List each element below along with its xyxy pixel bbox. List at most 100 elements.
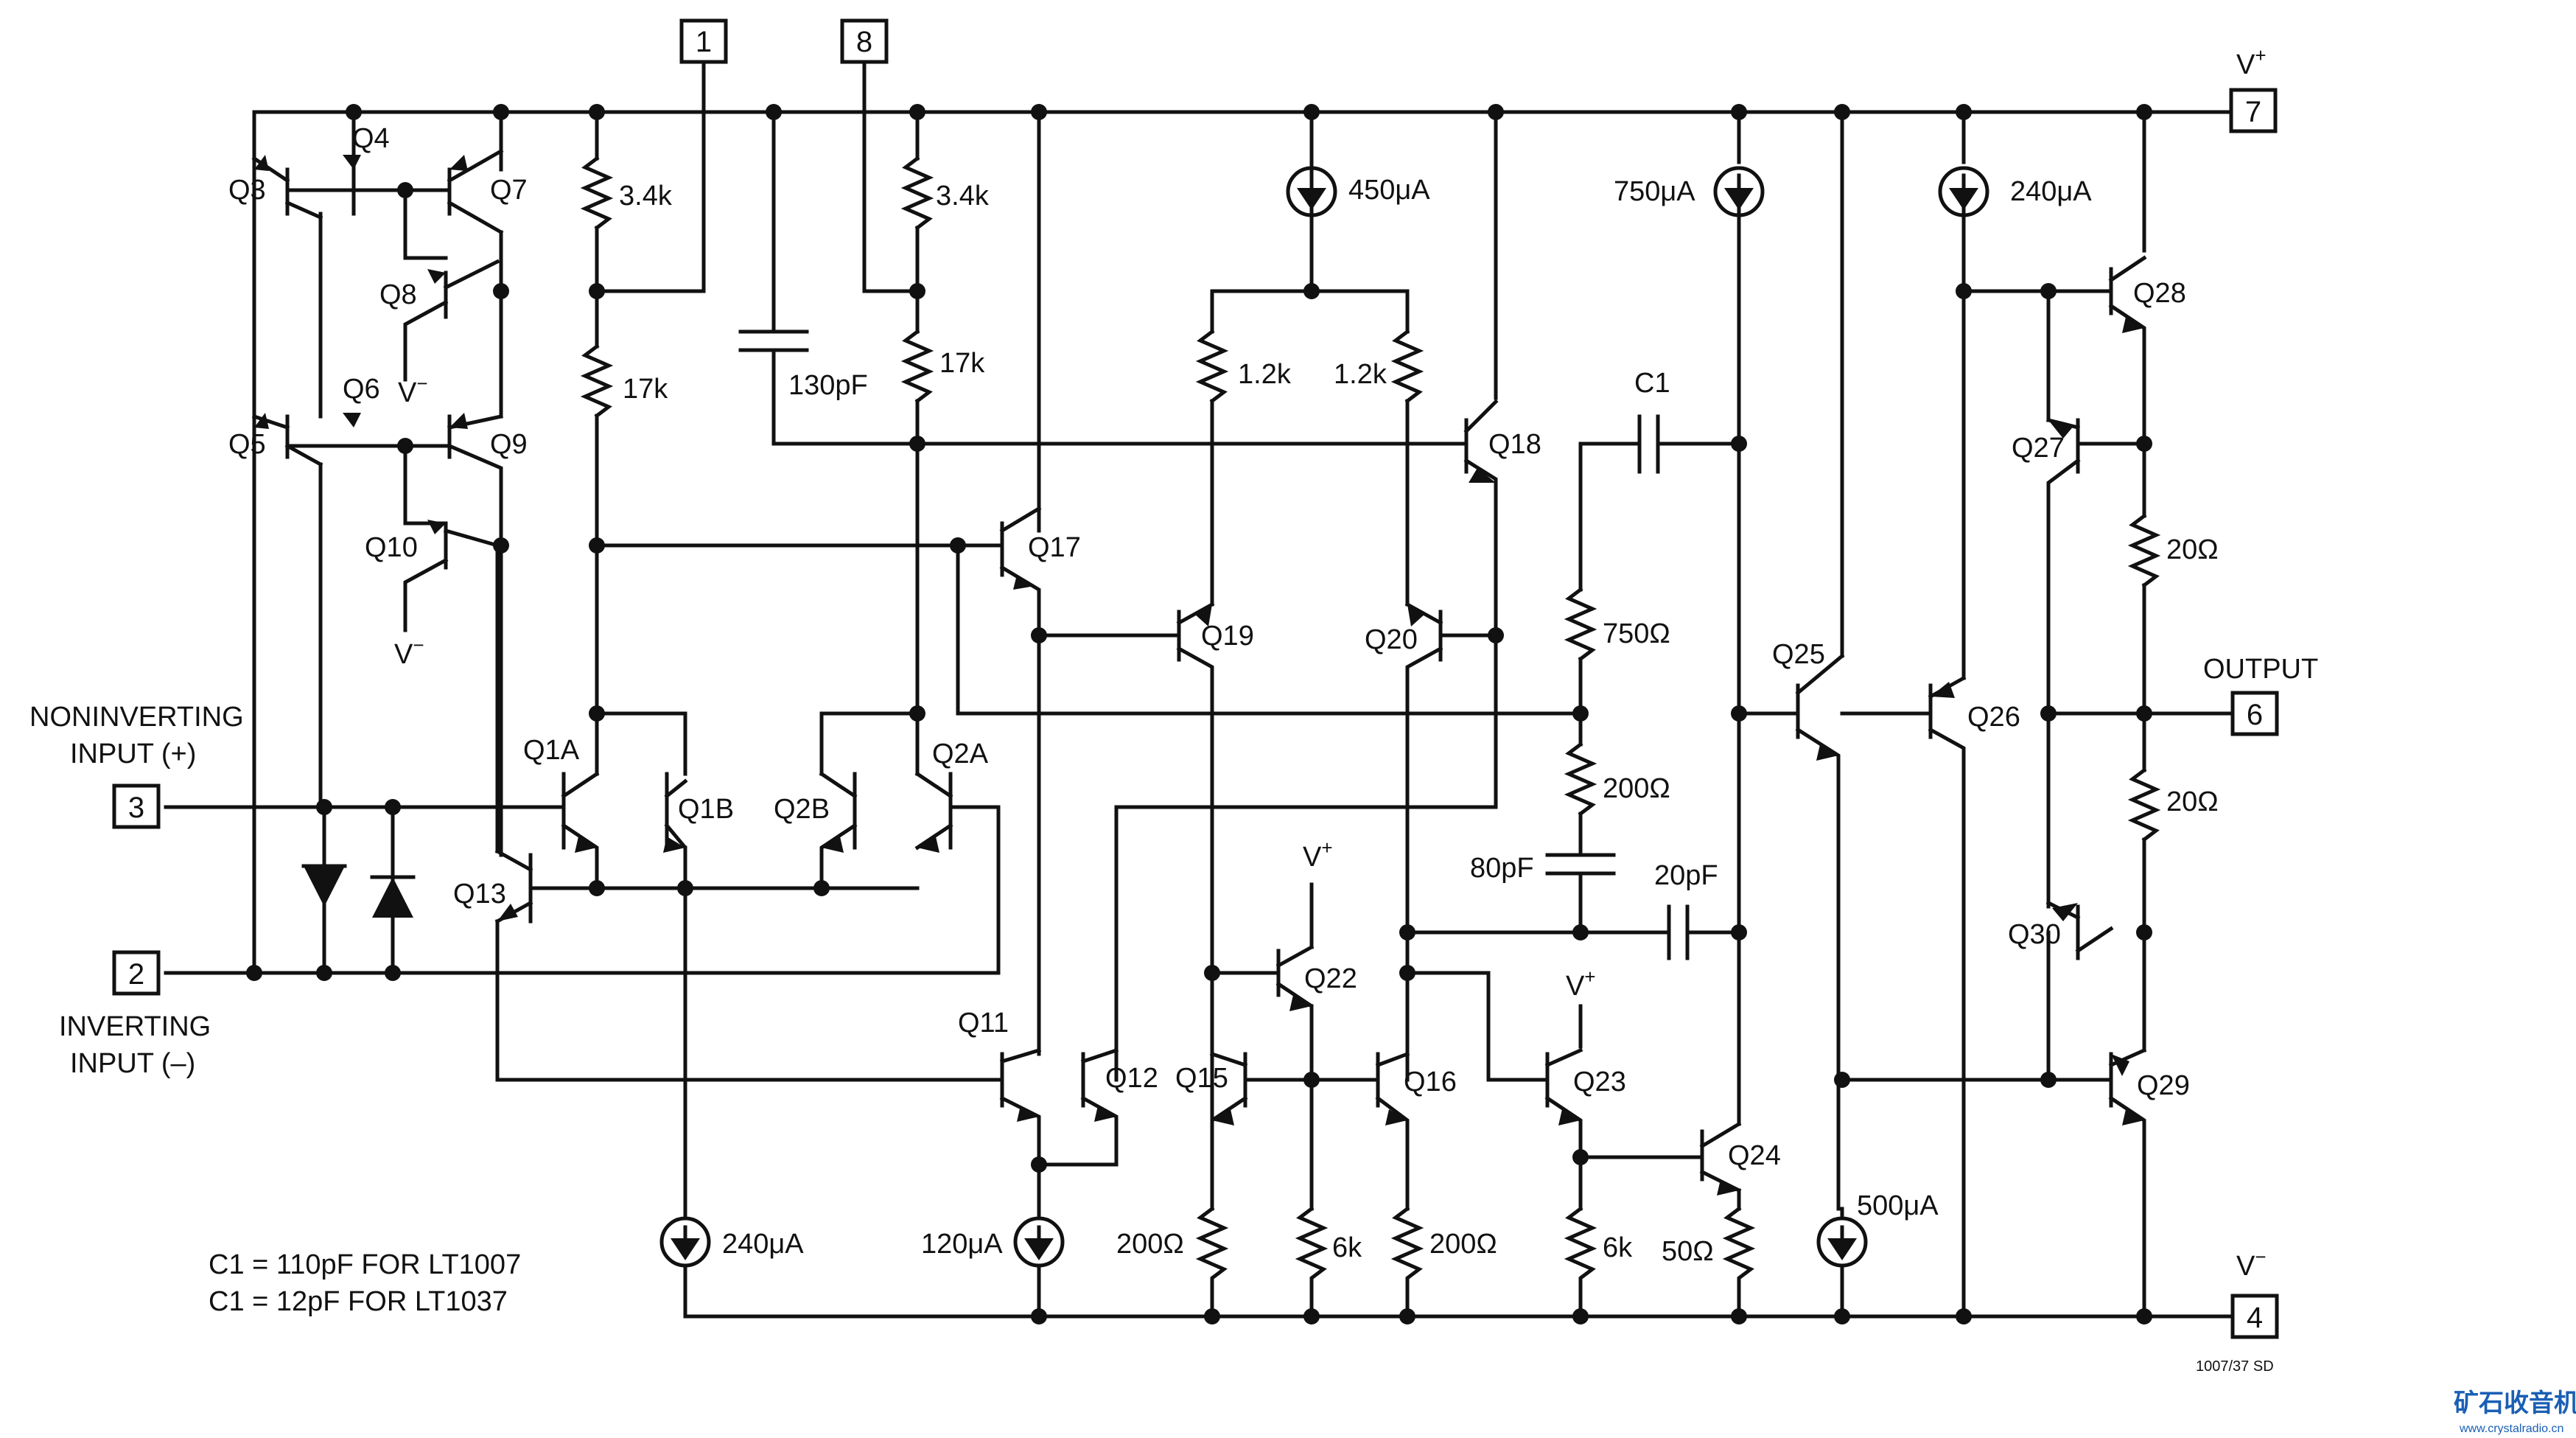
i-450ua-label: 450μA [1348, 175, 1430, 206]
pin-3: 3 [112, 783, 161, 829]
vplus-label: V+ [2236, 44, 2267, 80]
inverting-label-1: INVERTING [59, 1011, 211, 1042]
v-q10-label: V− [394, 634, 424, 670]
pin-6: 6 [2230, 691, 2279, 736]
output-stage [1795, 193, 2246, 1319]
junction-dots [246, 104, 2152, 1324]
q26-label: Q26 [1967, 702, 2020, 733]
q4-label: Q4 [352, 123, 390, 154]
output-label: OUTPUT [2203, 654, 2318, 685]
q23-label: Q23 [1573, 1067, 1626, 1097]
q22-label: Q22 [1304, 963, 1357, 994]
r-17k-a-label: 17k [623, 374, 668, 405]
c-80pf-label: 80pF [1470, 853, 1534, 884]
q1b-label: Q1B [678, 794, 734, 825]
q19-label: Q19 [1201, 621, 1254, 652]
q2b-label: Q2B [774, 794, 830, 825]
compensation [1405, 193, 1800, 1005]
q8-label: Q8 [379, 279, 417, 310]
svg-text:8: 8 [856, 26, 872, 58]
q10-label: Q10 [365, 532, 418, 563]
svg-text:7: 7 [2245, 96, 2261, 128]
inverting-label-2: INPUT (–) [70, 1048, 195, 1079]
r-50-label: 50Ω [1662, 1236, 1714, 1267]
r-200-mid-label: 200Ω [1603, 773, 1670, 804]
q5-label: Q5 [228, 429, 266, 460]
svg-text:4: 4 [2247, 1302, 2263, 1334]
q27-label: Q27 [2012, 433, 2065, 464]
rails [252, 110, 2235, 1319]
q29-label: Q29 [2137, 1070, 2190, 1101]
q2a-label: Q2A [932, 739, 989, 769]
figure-code: 1007/37 SD [2196, 1358, 2274, 1375]
q20-label: Q20 [1365, 624, 1418, 655]
r-20-top-label: 20Ω [2166, 534, 2219, 565]
r-1k2-a-label: 1.2k [1238, 359, 1292, 390]
r-6k-b-label: 6k [1603, 1232, 1633, 1263]
v-q23-label: V+ [1566, 966, 1596, 1002]
second-stage [999, 167, 1499, 1211]
pin-2: 2 [112, 950, 161, 996]
r-1k2-b-label: 1.2k [1334, 359, 1387, 390]
r-200-q16-label: 200Ω [1429, 1229, 1497, 1260]
pin8-wire [862, 58, 920, 293]
component-labels: 3.4k 3.4k 17k 17k 130pF 450μA 1.2k 1.2k … [394, 175, 2219, 1267]
q15-label: Q15 [1175, 1063, 1228, 1094]
v-q8-label: V− [398, 372, 428, 408]
watermark-url: www.crystalradio.cn [2459, 1423, 2563, 1435]
q17-label: Q17 [1028, 532, 1081, 563]
noninverting-label-2: INPUT (+) [70, 739, 196, 769]
pin-8: 8 [840, 18, 889, 64]
transistor-labels: Q1A Q1B Q2A Q2B Q3 Q4 Q5 Q6 Q7 Q8 Q9 Q10… [228, 123, 2190, 1171]
note-line-2: C1 = 12pF FOR LT1037 [209, 1286, 508, 1317]
q6-label: Q6 [343, 374, 380, 405]
pin-7: 7 [2229, 88, 2278, 133]
r-3k4-b-label: 3.4k [936, 181, 990, 212]
pin1-wire [595, 58, 706, 293]
v-q22-label: V+ [1303, 837, 1333, 873]
current-sources [659, 166, 1989, 1319]
i-750ua-label: 750μA [1614, 176, 1695, 207]
q16-label: Q16 [1404, 1067, 1457, 1097]
q28-label: Q28 [2133, 278, 2186, 309]
c-20pf-label: 20pF [1654, 860, 1718, 891]
q18-label: Q18 [1488, 429, 1541, 460]
q30-label: Q30 [2008, 919, 2061, 950]
i-240ua-top-label: 240μA [2010, 176, 2092, 207]
watermark-cn: 矿石收音机 [2454, 1389, 2576, 1417]
c1-label: C1 [1634, 368, 1670, 399]
r-200-q15-label: 200Ω [1116, 1229, 1184, 1260]
pin-1: 1 [679, 18, 728, 64]
bottom-resistors [1195, 1103, 1756, 1319]
svg-text:1: 1 [696, 26, 712, 58]
q3-label: Q3 [228, 175, 266, 206]
q11-label: Q11 [958, 1008, 1009, 1039]
q25-label: Q25 [1772, 639, 1825, 670]
i-500ua-label: 500μA [1857, 1190, 1939, 1221]
svg-text:2: 2 [128, 958, 144, 991]
note-line-1: C1 = 110pF FOR LT1007 [209, 1249, 521, 1280]
q7-label: Q7 [490, 175, 528, 206]
q12-label: Q12 [1105, 1063, 1158, 1094]
noninverting-label-1: NONINVERTING [29, 702, 244, 733]
q13-label: Q13 [453, 879, 506, 910]
i-240ua-bot-label: 240μA [722, 1229, 804, 1260]
svg-text:6: 6 [2247, 699, 2263, 731]
cap-130pf [738, 110, 1469, 446]
r-6k-a-label: 6k [1332, 1232, 1362, 1263]
i-120ua-label: 120μA [921, 1229, 1003, 1260]
r-17k-b-label: 17k [939, 348, 985, 379]
r-3k4-a-label: 3.4k [619, 181, 673, 212]
q1a-label: Q1A [523, 735, 580, 766]
svg-text:3: 3 [128, 792, 144, 824]
pin-4: 4 [2230, 1294, 2279, 1339]
vminus-label: V− [2236, 1246, 2267, 1282]
left-mirror [251, 110, 504, 975]
q24-label: Q24 [1728, 1140, 1781, 1171]
r-20-bot-label: 20Ω [2166, 786, 2219, 817]
input-stage [164, 543, 1004, 1211]
c-130pf-label: 130pF [788, 370, 868, 401]
r-750-label: 750Ω [1603, 618, 1670, 649]
q9-label: Q9 [490, 429, 528, 460]
